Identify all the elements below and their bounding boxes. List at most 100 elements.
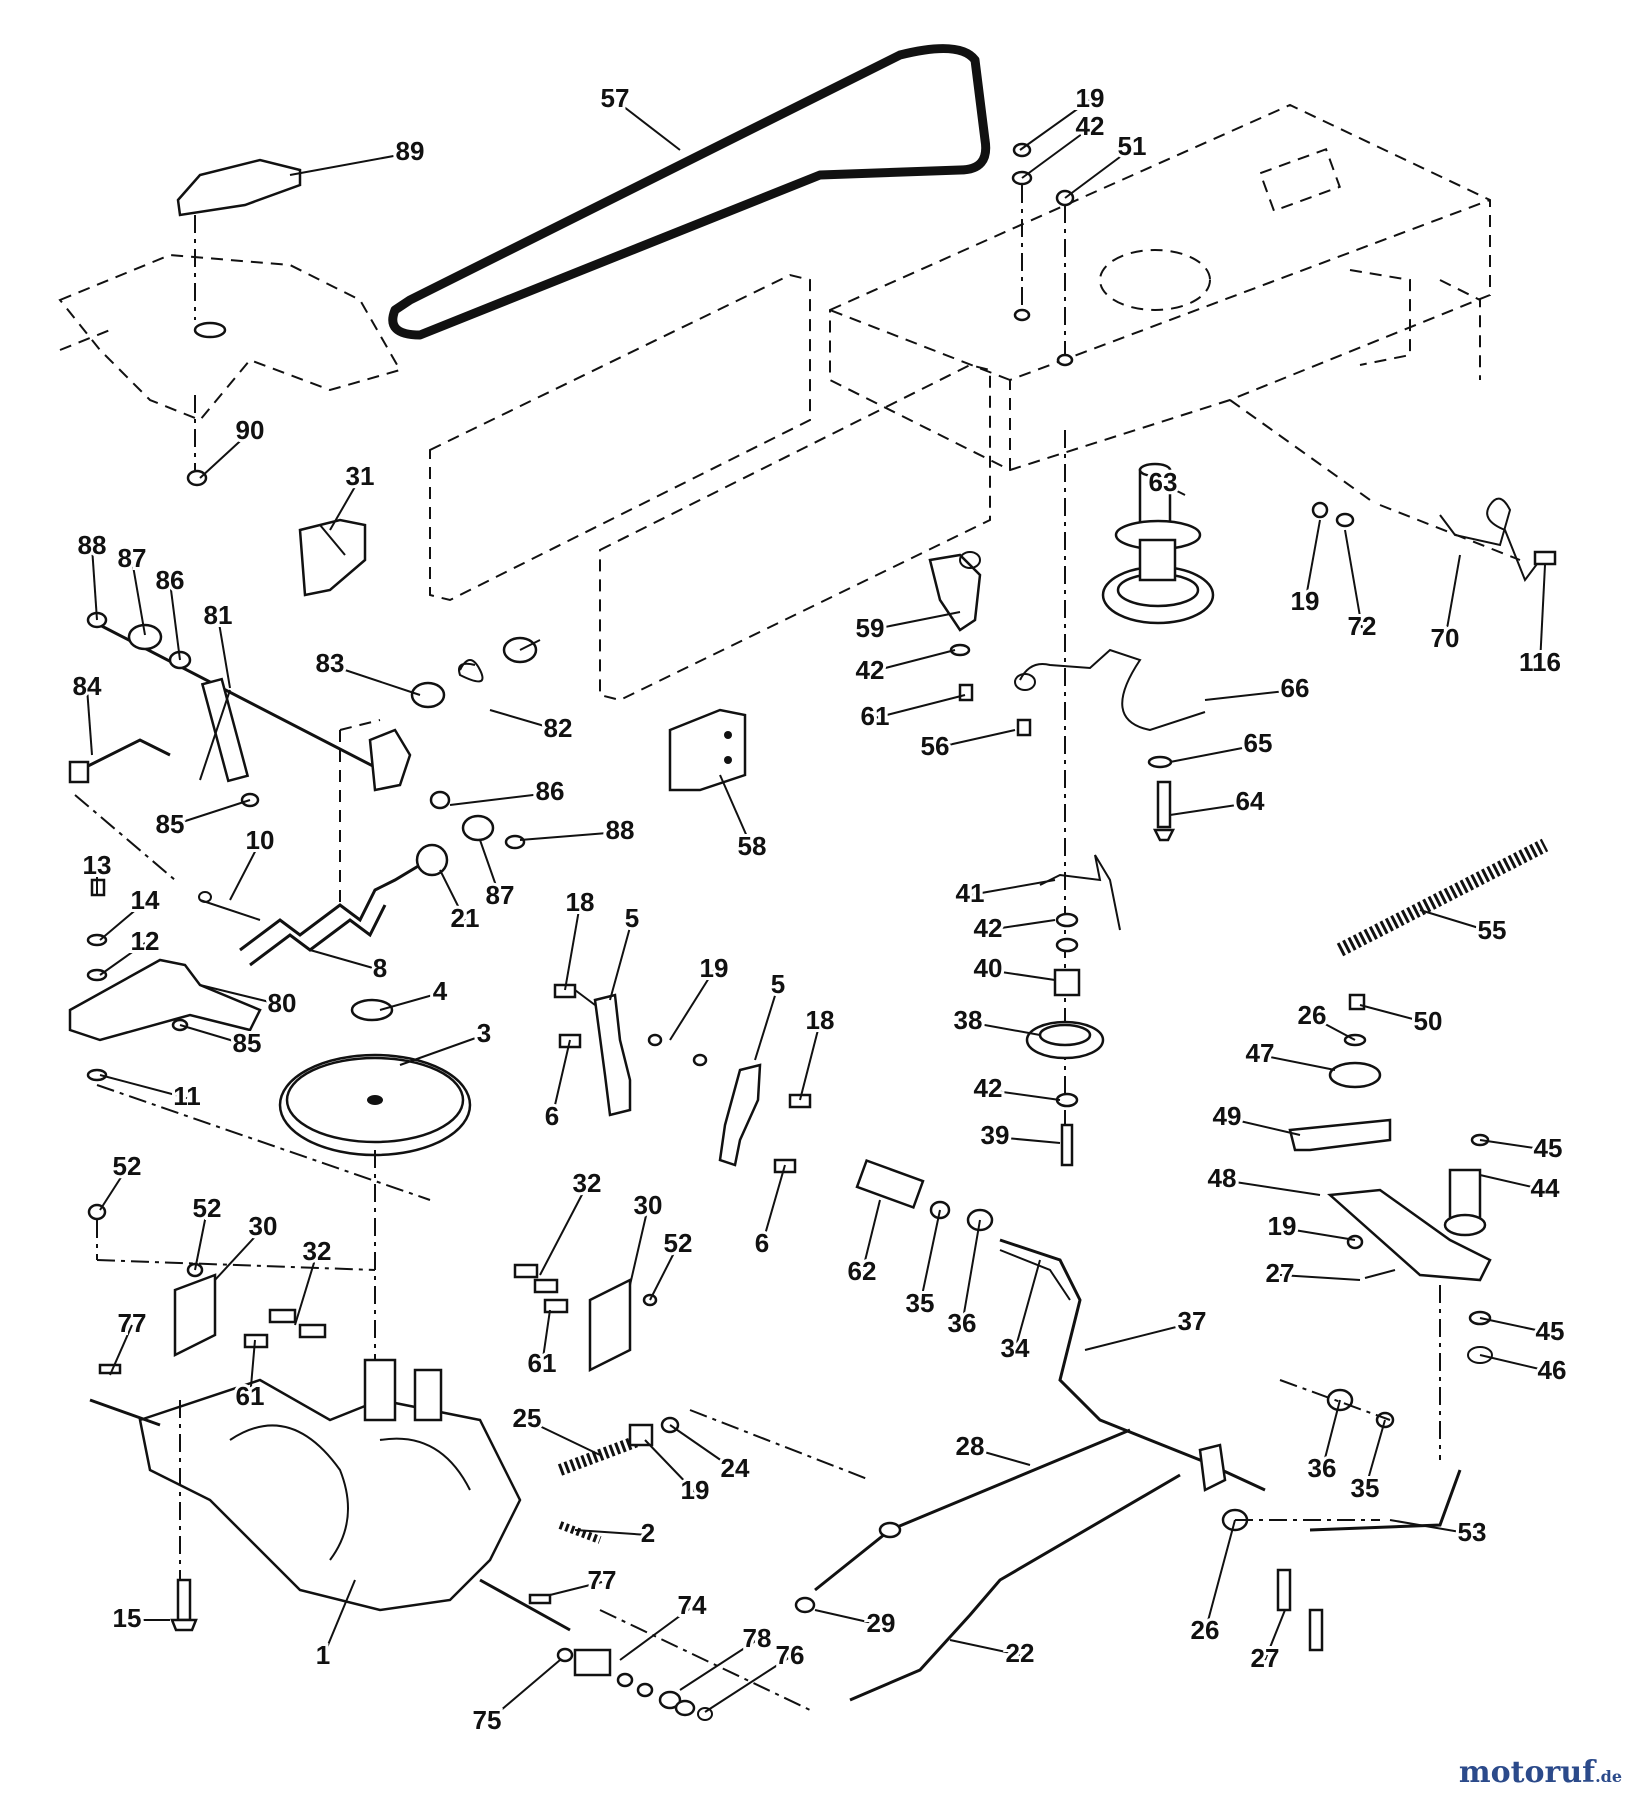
part-8-shift-lever	[198, 719, 449, 967]
part-64-bolt	[1147, 755, 1176, 842]
part-number-label: 90	[236, 415, 265, 445]
part-number-label: 32	[573, 1168, 602, 1198]
part-number-label: 45	[1536, 1316, 1565, 1346]
leader-line-85	[179, 1024, 248, 1046]
leader-line-19	[1281, 1227, 1356, 1241]
leader-line-45	[1479, 1139, 1549, 1151]
frame-outline	[429, 103, 1491, 702]
part-57-drive-belt	[388, 44, 991, 340]
part-number-label: 35	[906, 1288, 935, 1318]
part-number-label: 52	[664, 1228, 693, 1258]
part-number-label: 28	[956, 1431, 985, 1461]
part-25-spring	[557, 1409, 871, 1544]
part-number-label: 27	[1251, 1643, 1280, 1673]
leader-line-1	[322, 1579, 356, 1658]
part-number-label: 29	[867, 1608, 896, 1638]
part-number-label: 42	[1076, 111, 1105, 141]
leader-line-32	[539, 1184, 588, 1276]
leader-line-42	[987, 1089, 1061, 1101]
part-5-brackets	[553, 983, 812, 1174]
part-number-label: 26	[1191, 1615, 1220, 1645]
part-number-label: 19	[681, 1475, 710, 1505]
part-number-label: 61	[528, 1348, 557, 1378]
leader-line-52	[194, 1209, 208, 1271]
part-90-nut	[186, 395, 208, 487]
part-number-label: 49	[1213, 1101, 1242, 1131]
part-number-label: 19	[1076, 83, 1105, 113]
part-number-label: 38	[954, 1005, 983, 1035]
leader-line-47	[1259, 1054, 1336, 1071]
leader-line-81	[217, 616, 231, 689]
leader-line-88	[519, 831, 621, 841]
axle-hardware	[556, 1647, 713, 1721]
part-number-label: 77	[588, 1565, 617, 1595]
leader-line-39	[994, 1136, 1061, 1144]
leader-line-59	[869, 611, 961, 631]
leader-line-22	[949, 1639, 1021, 1656]
leader-line-35	[1364, 1419, 1386, 1491]
part-34-shaft	[855, 1158, 1395, 1492]
part-number-label: 8	[373, 953, 387, 983]
part-30-brackets	[87, 1203, 658, 1373]
part-number-label: 83	[316, 648, 345, 678]
leader-line-55	[1419, 909, 1493, 933]
part-81-shaft-assembly	[68, 611, 526, 850]
part-number-label: 82	[544, 713, 573, 743]
leader-line-11	[99, 1074, 188, 1099]
leader-line-19	[669, 969, 715, 1041]
part-number-label: 75	[473, 1705, 502, 1735]
part-number-label: 11	[173, 1081, 201, 1111]
part-number-label: 32	[303, 1236, 332, 1266]
hood-outline	[58, 253, 402, 422]
part-number-label: 85	[156, 809, 185, 839]
leader-line-5	[754, 985, 779, 1061]
part-55-spring	[1336, 838, 1549, 957]
watermark-name: motoruf	[1458, 1755, 1596, 1790]
leader-line-63	[1162, 483, 1186, 496]
part-number-label: 50	[1414, 1006, 1443, 1036]
part-number-label: 35	[1351, 1473, 1380, 1503]
leader-line-62	[861, 1199, 881, 1274]
leader-line-56	[934, 729, 1016, 749]
leader-line-36	[961, 1219, 981, 1326]
part-number-label: 19	[1268, 1211, 1297, 1241]
part-number-label: 56	[921, 731, 950, 761]
leader-line-83	[329, 664, 421, 696]
leader-line-64	[1169, 802, 1251, 816]
part-number-label: 88	[78, 530, 107, 560]
leader-line-77	[109, 1324, 133, 1376]
watermark-logo: motoruf.de	[1459, 1755, 1622, 1790]
part-66-idler-rod	[1014, 648, 1206, 732]
leader-line-12	[99, 942, 146, 976]
part-number-label: 86	[536, 776, 565, 806]
part-number-label: 85	[233, 1028, 262, 1058]
leader-line-70	[1444, 554, 1461, 641]
part-number-label: 4	[433, 976, 448, 1006]
leader-line-6	[761, 1164, 786, 1246]
leader-line-19	[644, 1439, 696, 1493]
leader-line-6	[551, 1039, 571, 1119]
part-number-label: 62	[848, 1256, 877, 1286]
part-number-label: 39	[981, 1120, 1010, 1150]
part-number-label: 42	[856, 655, 885, 685]
part-number-label: 12	[131, 926, 160, 956]
leader-line-46	[1479, 1354, 1553, 1373]
leader-line-85	[169, 799, 251, 827]
part-number-label: 13	[83, 850, 112, 880]
part-number-label: 41	[956, 878, 985, 908]
leader-line-35	[919, 1209, 941, 1306]
leader-line-84	[86, 687, 93, 756]
leader-line-4	[379, 992, 441, 1011]
part-63-pulley	[1064, 430, 1215, 1160]
leader-line-53	[1389, 1519, 1473, 1535]
leader-line-80	[199, 984, 283, 1006]
leader-line-82	[489, 709, 559, 731]
right-lower-bracket	[1288, 993, 1493, 1460]
leader-line-27	[1264, 1609, 1286, 1661]
leader-line-14	[99, 901, 146, 941]
part-number-label: 44	[1531, 1173, 1560, 1203]
part-80-plate	[68, 794, 431, 1201]
leader-line-90	[199, 431, 251, 479]
leader-line-19	[1019, 99, 1091, 151]
part-59-bracket	[928, 551, 1032, 737]
